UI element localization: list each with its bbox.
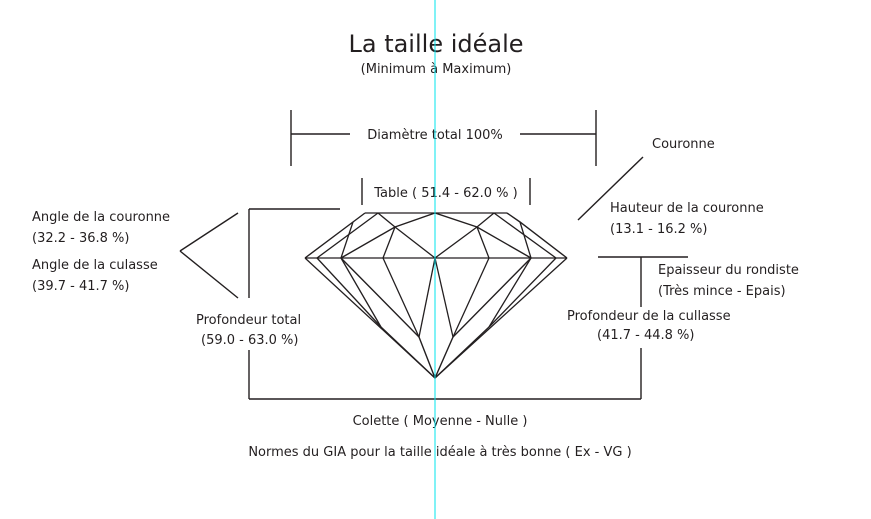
crown-pointer xyxy=(577,156,644,221)
culet-label: Colette ( Moyenne - Nulle ) xyxy=(353,414,528,429)
diamond-illustration xyxy=(304,212,568,380)
angle-pointer xyxy=(179,212,239,299)
girdle-range: (Très mince - Epais) xyxy=(658,284,786,299)
table-bracket xyxy=(361,178,531,205)
pavilion-depth-range: (41.7 - 44.8 %) xyxy=(597,328,694,343)
crown-angle-label: Angle de la couronne xyxy=(32,210,170,225)
total-depth-bracket xyxy=(248,208,642,400)
diagram-subtitle: (Minimum à Maximum) xyxy=(361,62,512,77)
crown-angle-range: (32.2 - 36.8 %) xyxy=(32,231,129,246)
total-depth-range: (59.0 - 63.0 %) xyxy=(201,333,298,348)
diagram-title: La taille idéale xyxy=(348,30,523,58)
pavilion-angle-range: (39.7 - 41.7 %) xyxy=(32,279,129,294)
diameter-bracket xyxy=(290,110,597,166)
pavilion-angle-label: Angle de la culasse xyxy=(32,258,158,273)
footer-note: Normes du GIA pour la taille idéale à tr… xyxy=(248,445,631,460)
total-depth-label: Profondeur total xyxy=(196,313,301,328)
girdle-label: Epaisseur du rondiste xyxy=(658,263,799,278)
table-label: Table ( 51.4 - 62.0 % ) xyxy=(373,186,518,201)
pavilion-depth-label: Profondeur de la cullasse xyxy=(567,309,731,324)
girdle-bracket xyxy=(598,256,688,307)
crown-height-range: (13.1 - 16.2 %) xyxy=(610,222,707,237)
crown-height-label: Hauteur de la couronne xyxy=(610,201,764,216)
crown-label: Couronne xyxy=(652,137,715,152)
